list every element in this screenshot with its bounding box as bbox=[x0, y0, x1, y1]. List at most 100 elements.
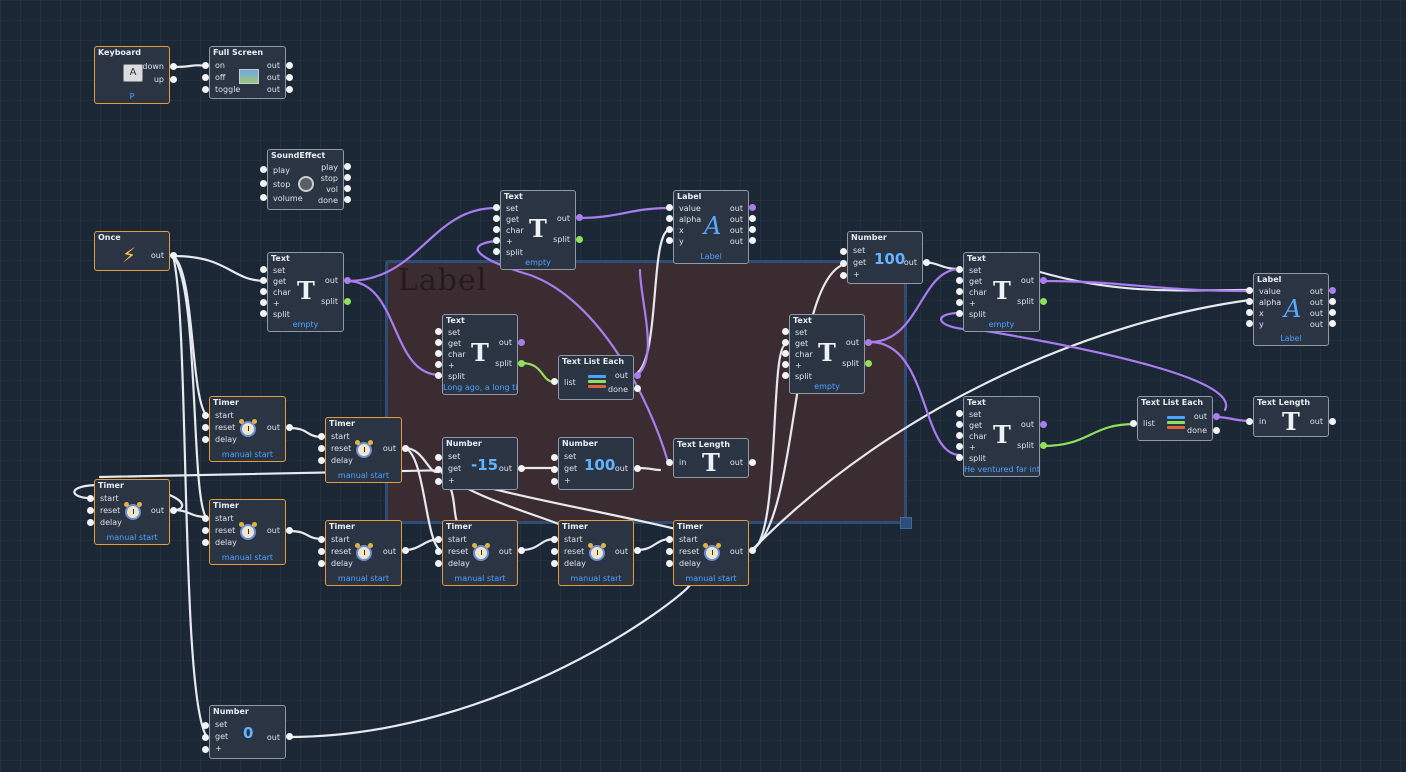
timer-start-port[interactable] bbox=[318, 536, 325, 543]
timer-out-port[interactable] bbox=[286, 527, 293, 534]
timer-node-4[interactable]: Timer start reset delay out manual start bbox=[209, 499, 286, 565]
text-set-port[interactable] bbox=[782, 328, 789, 335]
once-out-port[interactable] bbox=[170, 252, 177, 259]
text-plus-port[interactable] bbox=[435, 361, 442, 368]
frame-resize-handle[interactable] bbox=[900, 517, 912, 529]
keyboard-up-port[interactable] bbox=[170, 76, 177, 83]
timer-delay-port[interactable] bbox=[318, 457, 325, 464]
label-y-port[interactable] bbox=[1246, 320, 1253, 327]
text-set-port[interactable] bbox=[956, 266, 963, 273]
text-split-out-port[interactable] bbox=[865, 360, 872, 367]
number-get-port[interactable] bbox=[202, 734, 209, 741]
label-x-port[interactable] bbox=[666, 226, 673, 233]
sound-play-port[interactable] bbox=[260, 166, 267, 173]
fullscreen-toggle-port[interactable] bbox=[202, 86, 209, 93]
fullscreen-on-port[interactable] bbox=[202, 62, 209, 69]
number-out-port[interactable] bbox=[286, 733, 293, 740]
timer-out-port[interactable] bbox=[286, 424, 293, 431]
list-each-done-port[interactable] bbox=[1213, 427, 1220, 434]
label-value-port[interactable] bbox=[666, 204, 673, 211]
text-list-each-node-1[interactable]: Text List Each list out done bbox=[558, 355, 634, 400]
number-set-port[interactable] bbox=[551, 454, 558, 461]
text-set-port[interactable] bbox=[260, 266, 267, 273]
text-get-port[interactable] bbox=[435, 339, 442, 346]
timer-delay-port[interactable] bbox=[318, 560, 325, 567]
text-split-port[interactable] bbox=[956, 310, 963, 317]
text-node-6[interactable]: Text set get char + split T out split He… bbox=[963, 396, 1040, 477]
timer-node-6[interactable]: Timer start reset delay out manual start bbox=[442, 520, 518, 586]
timer-delay-port[interactable] bbox=[202, 436, 209, 443]
number-plus-port[interactable] bbox=[551, 478, 558, 485]
fullscreen-out-port[interactable] bbox=[286, 62, 293, 69]
text-length-in-port[interactable] bbox=[666, 459, 673, 466]
sound-stop-out-port[interactable] bbox=[344, 174, 351, 181]
number-set-port[interactable] bbox=[202, 722, 209, 729]
timer-start-port[interactable] bbox=[202, 515, 209, 522]
label-alpha-port[interactable] bbox=[666, 215, 673, 222]
timer-start-port[interactable] bbox=[202, 412, 209, 419]
text-char-port[interactable] bbox=[782, 350, 789, 357]
timer-out-port[interactable] bbox=[402, 445, 409, 452]
text-char-port[interactable] bbox=[435, 350, 442, 357]
text-node-1[interactable]: Text set get char + split T out split em… bbox=[267, 252, 344, 332]
timer-reset-port[interactable] bbox=[551, 548, 558, 555]
text-node-3[interactable]: Text set get char + split T out split Lo… bbox=[442, 314, 518, 395]
keyboard-node[interactable]: Keyboard A down up P bbox=[94, 46, 170, 104]
timer-node-1[interactable]: Timer start reset delay out manual start bbox=[209, 396, 286, 462]
text-length-in-port[interactable] bbox=[1246, 418, 1253, 425]
timer-reset-port[interactable] bbox=[318, 445, 325, 452]
fullscreen-off-port[interactable] bbox=[202, 74, 209, 81]
text-plus-port[interactable] bbox=[956, 443, 963, 450]
list-each-done-port[interactable] bbox=[634, 385, 641, 392]
sound-stop-port[interactable] bbox=[260, 180, 267, 187]
list-each-list-port[interactable] bbox=[551, 378, 558, 385]
text-length-node-2[interactable]: Text Length in T out bbox=[1253, 396, 1329, 437]
text-plus-port[interactable] bbox=[782, 361, 789, 368]
text-set-port[interactable] bbox=[493, 204, 500, 211]
text-char-port[interactable] bbox=[956, 288, 963, 295]
label-y-port[interactable] bbox=[666, 237, 673, 244]
text-node-2[interactable]: Text set get char + split T out split em… bbox=[500, 190, 576, 270]
fullscreen-out-port[interactable] bbox=[286, 86, 293, 93]
label-out-port[interactable] bbox=[749, 204, 756, 211]
text-plus-port[interactable] bbox=[956, 299, 963, 306]
label-node-1[interactable]: Label value alpha x y A out out out out … bbox=[673, 190, 749, 264]
text-split-port[interactable] bbox=[260, 310, 267, 317]
text-length-node-1[interactable]: Text Length in T out bbox=[673, 438, 749, 478]
text-get-port[interactable] bbox=[260, 277, 267, 284]
text-out-port[interactable] bbox=[865, 339, 872, 346]
number-out-port[interactable] bbox=[923, 259, 930, 266]
number-node-c[interactable]: Number set get + 100 out bbox=[558, 437, 634, 490]
text-length-out-port[interactable] bbox=[1329, 418, 1336, 425]
timer-node-3[interactable]: Timer start reset delay out manual start bbox=[94, 479, 170, 545]
text-node-4[interactable]: Text set get char + split T out split em… bbox=[789, 314, 865, 394]
text-length-out-port[interactable] bbox=[749, 459, 756, 466]
label-out-port[interactable] bbox=[749, 237, 756, 244]
number-out-port[interactable] bbox=[634, 465, 641, 472]
label-out-port[interactable] bbox=[749, 226, 756, 233]
timer-reset-port[interactable] bbox=[318, 548, 325, 555]
label-out-port[interactable] bbox=[1329, 298, 1336, 305]
text-node-5[interactable]: Text set get char + split T out split em… bbox=[963, 252, 1040, 332]
text-split-out-port[interactable] bbox=[344, 298, 351, 305]
label-out-port[interactable] bbox=[1329, 309, 1336, 316]
timer-start-port[interactable] bbox=[666, 536, 673, 543]
text-out-port[interactable] bbox=[576, 214, 583, 221]
number-get-port[interactable] bbox=[435, 466, 442, 473]
timer-delay-port[interactable] bbox=[435, 560, 442, 567]
text-split-port[interactable] bbox=[435, 372, 442, 379]
timer-node-5[interactable]: Timer start reset delay out manual start bbox=[325, 520, 402, 586]
number-get-port[interactable] bbox=[551, 466, 558, 473]
text-char-port[interactable] bbox=[493, 226, 500, 233]
timer-reset-port[interactable] bbox=[435, 548, 442, 555]
text-out-port[interactable] bbox=[344, 277, 351, 284]
timer-out-port[interactable] bbox=[634, 547, 641, 554]
sound-vol-out-port[interactable] bbox=[344, 185, 351, 192]
label-node-2[interactable]: Label value alpha x y A out out out out … bbox=[1253, 273, 1329, 346]
label-out-port[interactable] bbox=[1329, 320, 1336, 327]
timer-out-port[interactable] bbox=[170, 507, 177, 514]
timer-start-port[interactable] bbox=[551, 536, 558, 543]
label-out-port[interactable] bbox=[1329, 287, 1336, 294]
timer-node-7[interactable]: Timer start reset delay out manual start bbox=[558, 520, 634, 586]
number-plus-port[interactable] bbox=[202, 746, 209, 753]
